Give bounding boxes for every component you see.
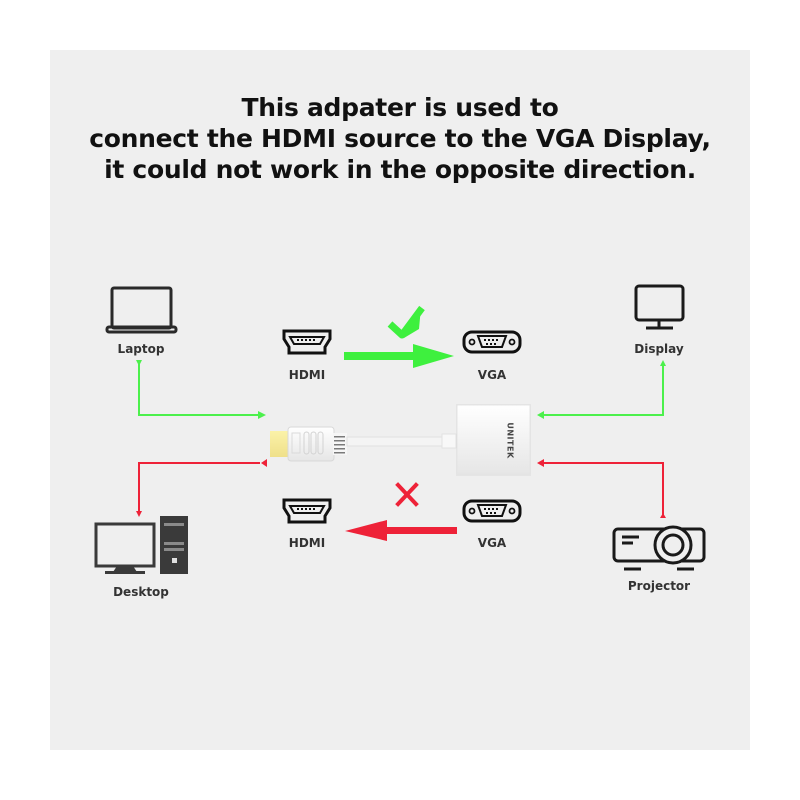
checkmark-icon <box>391 307 421 338</box>
projector-to-vga-connector <box>541 462 664 515</box>
title-line-2: connect the HDMI source to the VGA Displ… <box>89 124 711 153</box>
projector-icon <box>612 525 706 571</box>
diagram-panel <box>50 50 750 750</box>
hdmi-port-icon <box>282 498 332 524</box>
desktop-computer-icon <box>94 516 188 574</box>
hdmi-to-desktop-connector <box>138 462 260 512</box>
arrowhead <box>136 360 142 366</box>
arrowhead <box>136 511 142 517</box>
vga-to-display-connector <box>541 366 664 416</box>
unsupported-direction-arrow <box>345 520 457 541</box>
desktop-label: Desktop <box>113 585 169 599</box>
vga-port-icon <box>462 499 522 523</box>
diagram-title: This adpater is used to connect the HDMI… <box>50 92 750 185</box>
brand-logo: UNITEK <box>505 421 515 459</box>
title-line-1: This adpater is used to <box>241 93 559 122</box>
monitor-icon <box>634 284 685 330</box>
laptop-to-hdmi-connector <box>138 362 259 416</box>
laptop-icon <box>105 286 178 334</box>
hdmi-label-top: HDMI <box>288 368 326 382</box>
projector-label: Projector <box>627 579 691 593</box>
hdmi-to-vga-adapter <box>270 404 531 476</box>
supported-direction-arrow <box>344 344 454 368</box>
arrowhead <box>660 513 666 518</box>
title-line-3: it could not work in the opposite direct… <box>104 155 696 184</box>
laptop-label: Laptop <box>117 342 165 356</box>
arrowhead <box>537 459 544 467</box>
arrowhead <box>258 411 266 419</box>
arrowhead <box>261 459 267 467</box>
vga-label-bottom: VGA <box>477 536 507 550</box>
vga-port-icon <box>462 330 522 354</box>
hdmi-port-icon <box>282 329 332 355</box>
hdmi-label-bottom: HDMI <box>288 536 326 550</box>
arrowhead <box>660 360 666 366</box>
cross-icon <box>395 482 419 507</box>
vga-label-top: VGA <box>477 368 507 382</box>
display-label: Display <box>634 342 684 356</box>
arrowhead <box>537 411 544 419</box>
